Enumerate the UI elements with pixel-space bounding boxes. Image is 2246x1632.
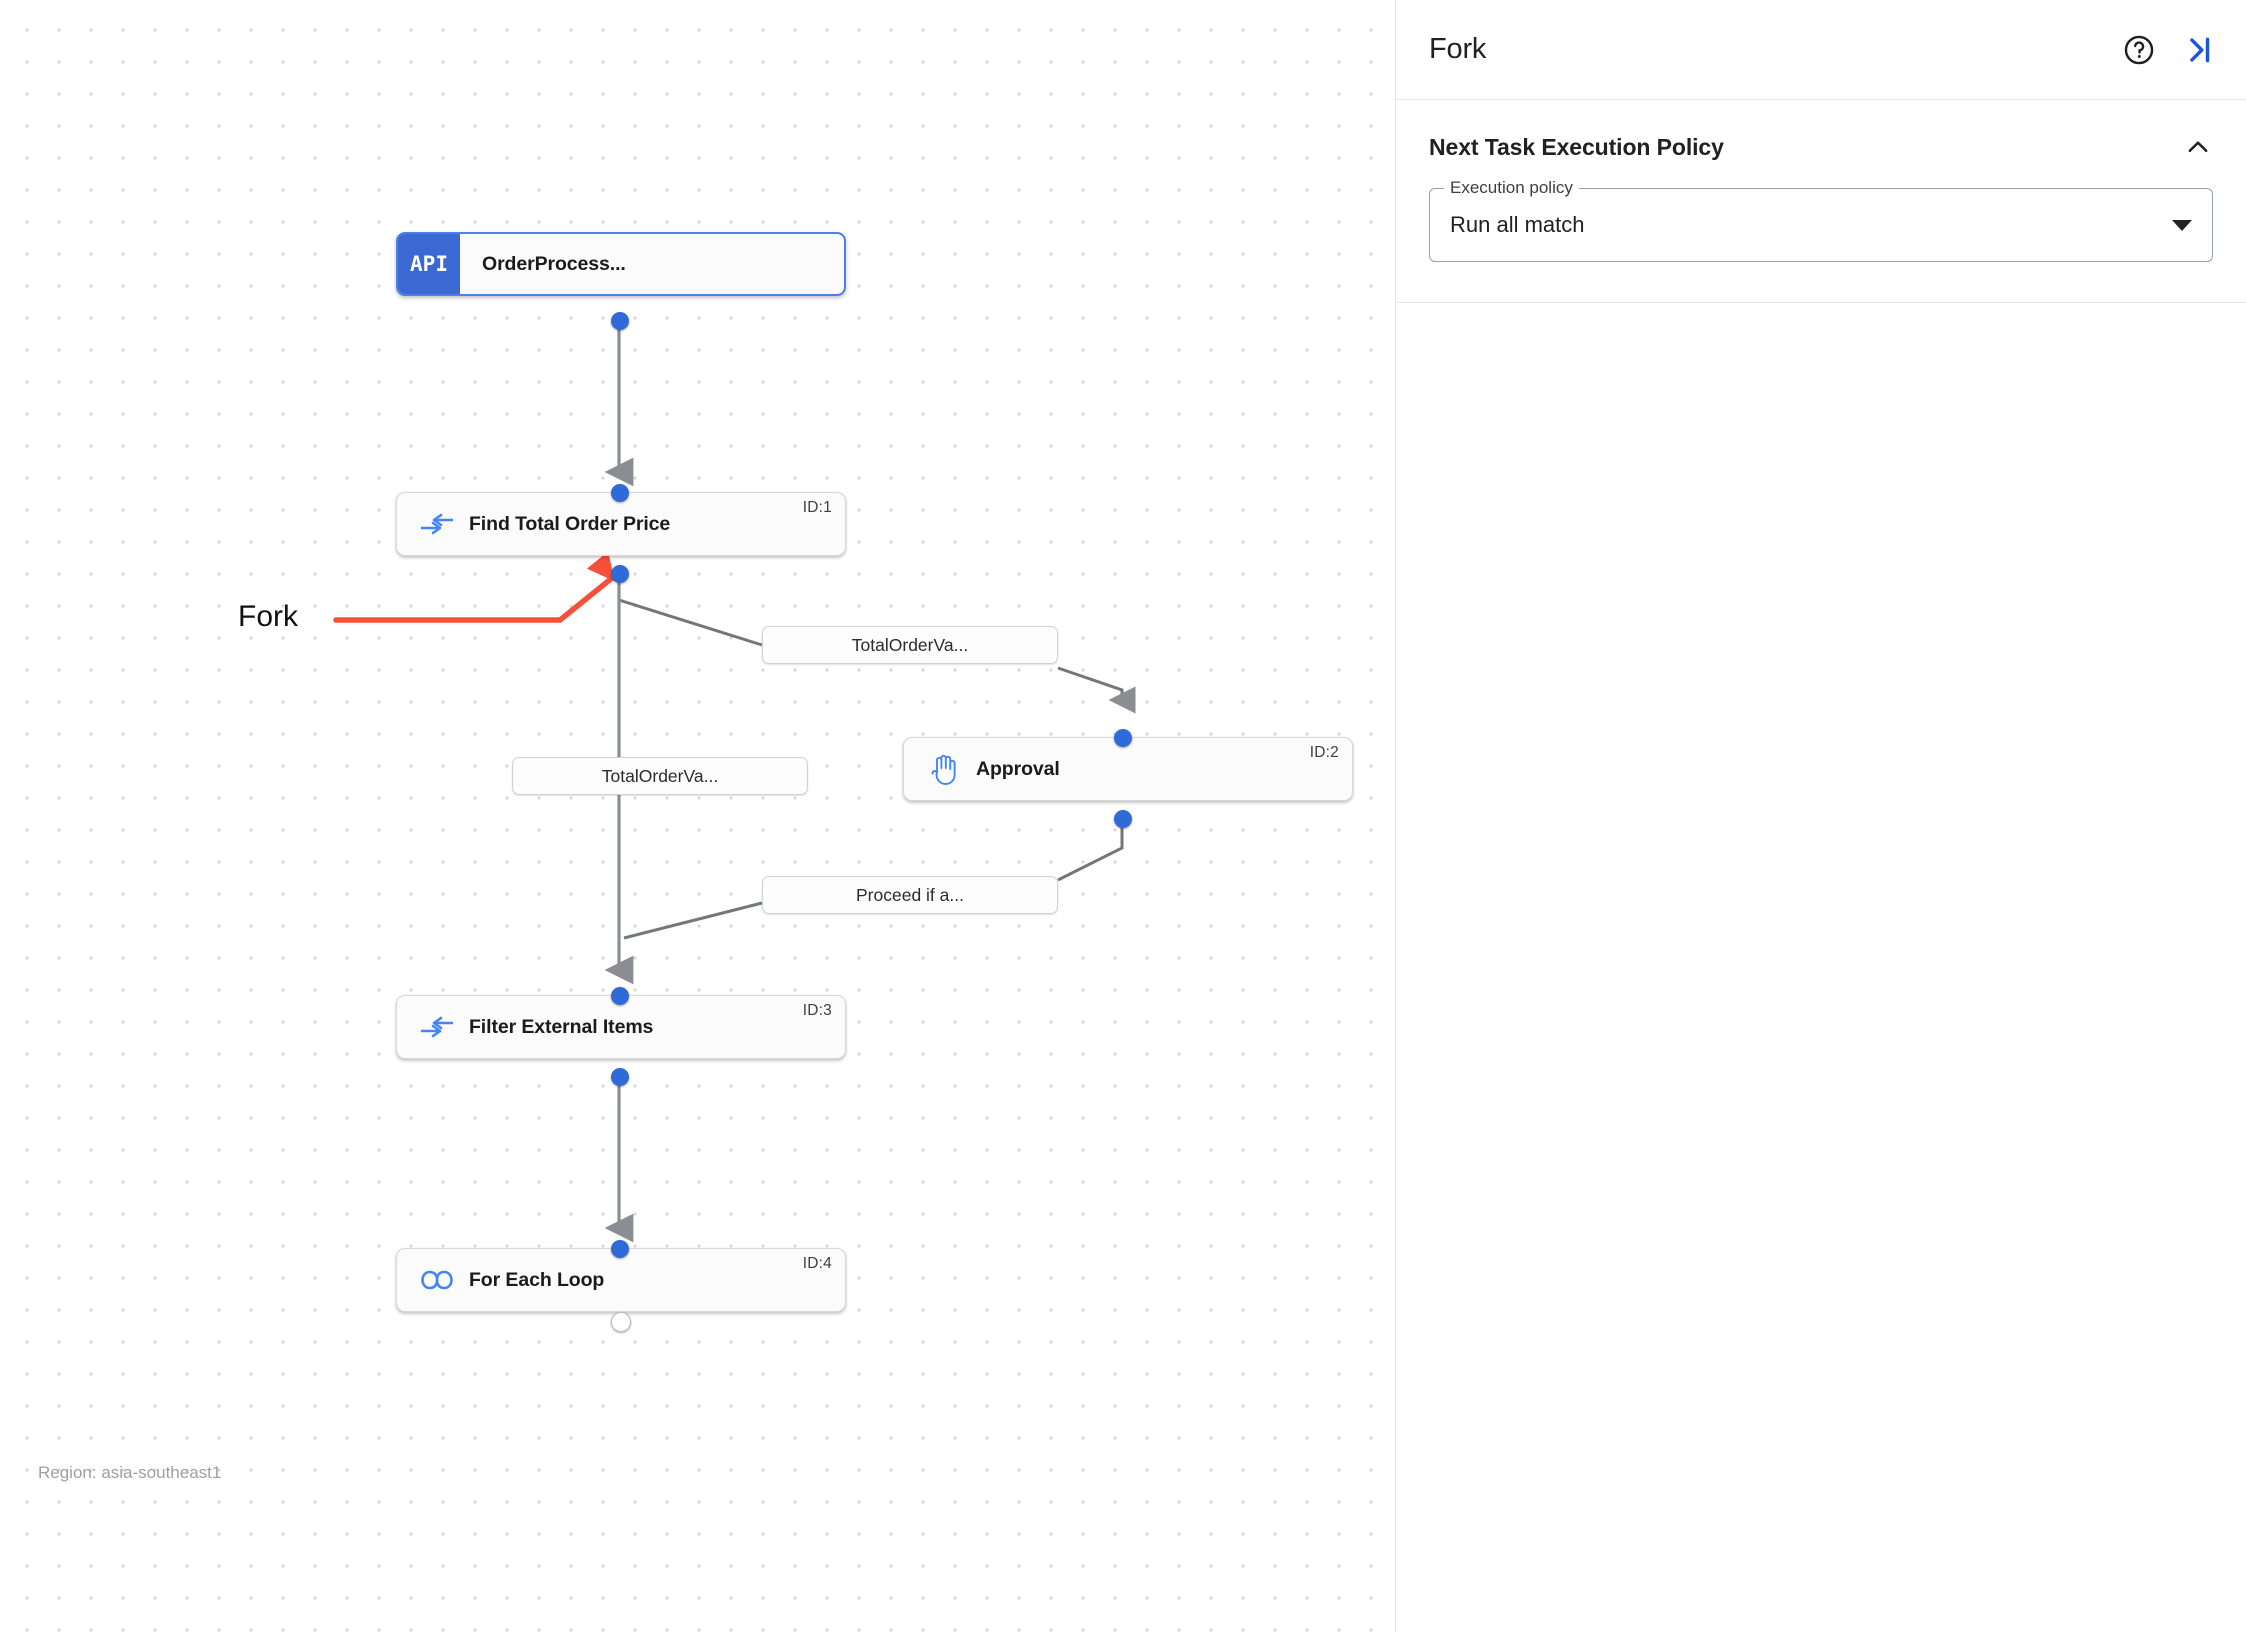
execution-policy-label: Execution policy: [1444, 178, 1579, 198]
edge-label-total-order-value-approval[interactable]: TotalOrderVa...: [762, 626, 1058, 664]
node-title: Filter External Items: [469, 1015, 654, 1038]
infinity-loop-icon: [415, 1269, 459, 1291]
node-id-badge: ID:2: [1309, 744, 1339, 761]
data-mapping-icon: [415, 1016, 459, 1038]
hand-approval-icon: [922, 753, 966, 785]
port-approval-in[interactable]: [1114, 729, 1132, 747]
execution-policy-value: Run all match: [1450, 212, 1585, 237]
collapse-panel-icon[interactable]: [2182, 33, 2216, 67]
workflow-canvas[interactable]: Fork API OrderProcess... Find Total Orde…: [0, 0, 1395, 1632]
data-mapping-icon: [415, 513, 459, 535]
panel-header: Fork: [1396, 0, 2246, 100]
port-filter-in[interactable]: [611, 987, 629, 1005]
edge-label-total-order-value-direct[interactable]: TotalOrderVa...: [512, 757, 808, 795]
port-filter-out[interactable]: [611, 1068, 629, 1086]
node-order-process-trigger[interactable]: API OrderProcess...: [396, 232, 846, 296]
port-for-each-in[interactable]: [611, 1240, 629, 1258]
caret-down-icon[interactable]: [2172, 219, 2192, 231]
node-for-each-loop[interactable]: For Each Loop ID:4: [396, 1248, 846, 1312]
node-title: Approval: [976, 757, 1060, 780]
fork-annotation-label: Fork: [238, 600, 298, 633]
node-id-badge: ID:4: [802, 1255, 832, 1272]
port-find-total-in[interactable]: [611, 484, 629, 502]
port-trigger-out[interactable]: [611, 312, 629, 330]
chevron-up-icon[interactable]: [2183, 132, 2213, 162]
node-approval[interactable]: Approval ID:2: [903, 737, 1353, 801]
node-id-badge: ID:1: [802, 499, 832, 516]
port-for-each-out[interactable]: [611, 1312, 631, 1332]
help-circle-icon[interactable]: [2122, 33, 2156, 67]
properties-panel: Fork Next Task Execution Policy: [1395, 0, 2246, 1632]
section-header[interactable]: Next Task Execution Policy: [1429, 132, 2213, 162]
port-approval-out[interactable]: [1114, 810, 1132, 828]
region-label: Region: asia-southeast1: [38, 1463, 222, 1482]
node-title: Find Total Order Price: [469, 512, 671, 535]
api-badge-icon: API: [398, 234, 460, 294]
node-title: For Each Loop: [469, 1268, 605, 1291]
node-id-badge: ID:3: [802, 1002, 832, 1019]
panel-title: Fork: [1429, 33, 1487, 65]
port-find-total-out-fork[interactable]: [611, 565, 629, 583]
next-task-execution-policy-section: Next Task Execution Policy Execution pol…: [1396, 100, 2246, 303]
edge-label-proceed-if-approved[interactable]: Proceed if a...: [762, 876, 1058, 914]
node-title: OrderProcess...: [482, 252, 626, 275]
execution-policy-select[interactable]: Execution policy Run all match: [1429, 178, 2213, 262]
section-title: Next Task Execution Policy: [1429, 133, 1724, 160]
